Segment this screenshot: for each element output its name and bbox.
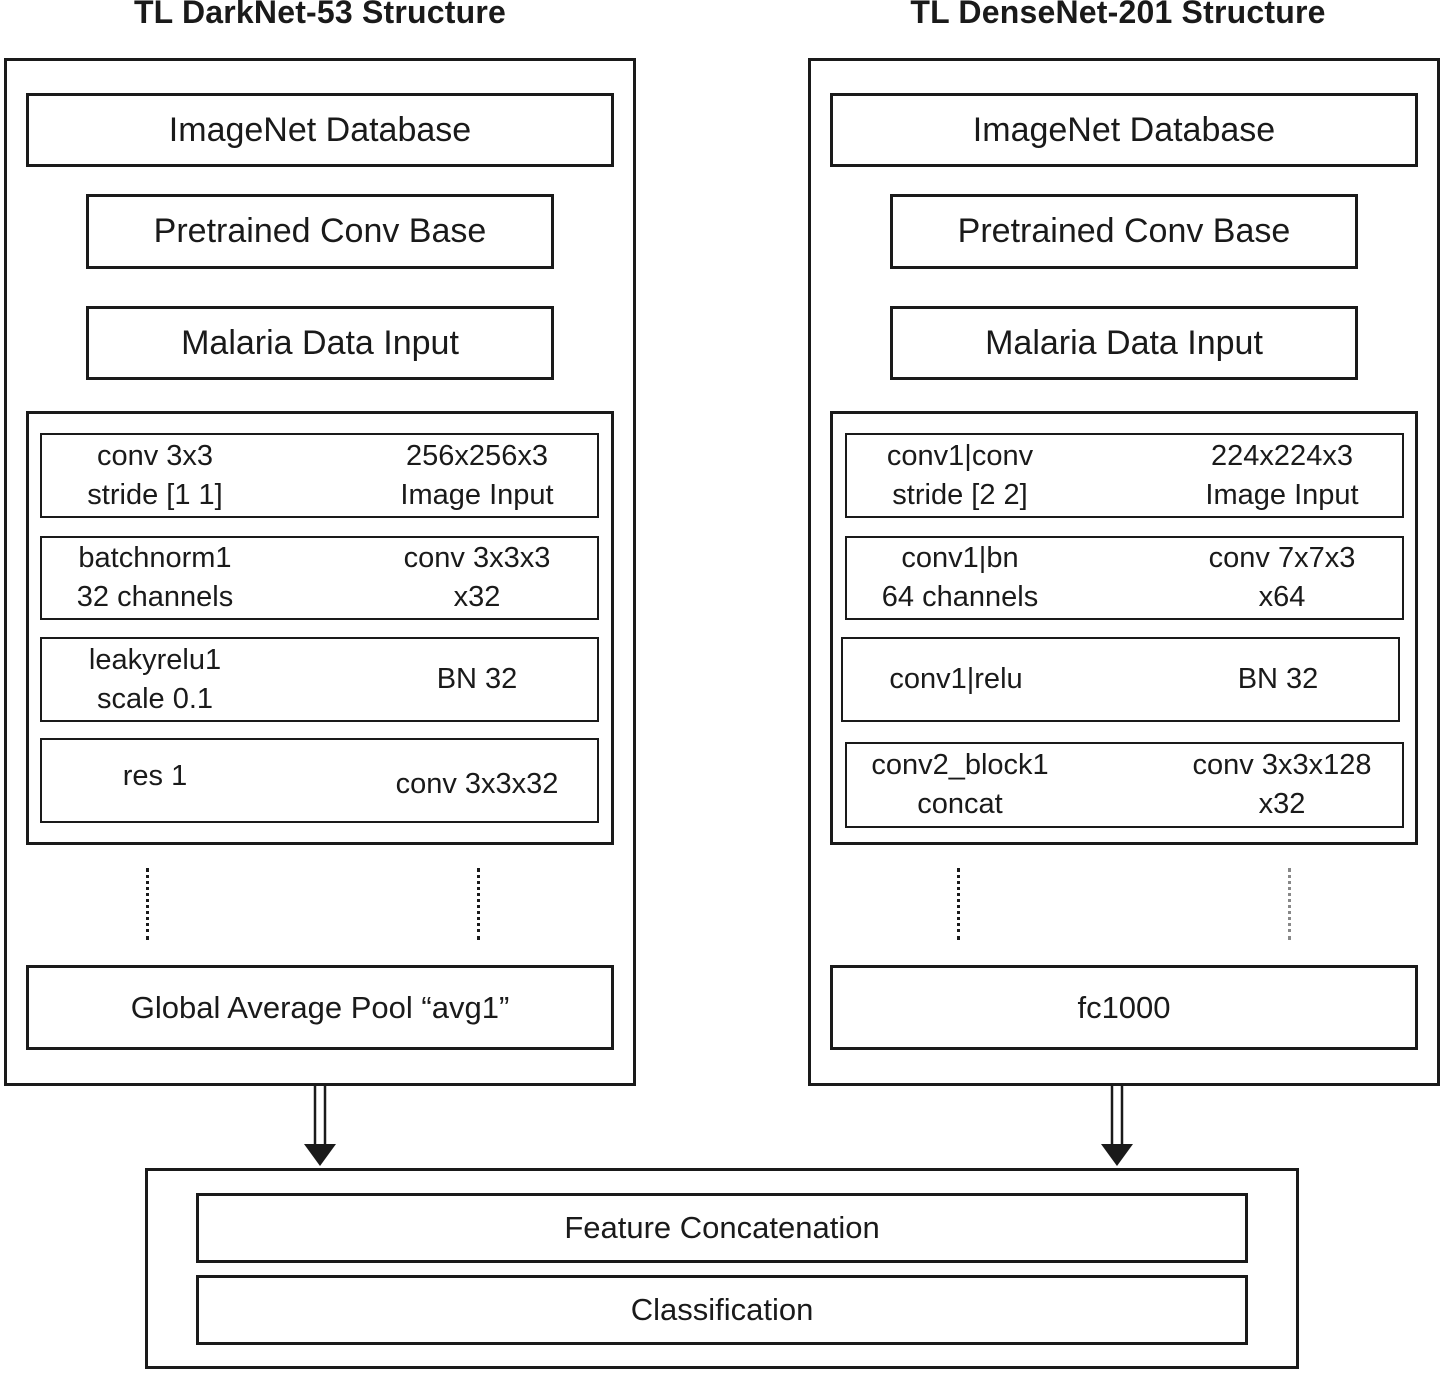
darknet-layer-name: res 1	[122, 760, 188, 792]
darknet-arrow-icon	[304, 1086, 336, 1166]
densenet-data-input-box: Malaria Data Input	[890, 306, 1358, 380]
classification-box: Classification	[196, 1275, 1248, 1345]
darknet-layer-row: res 1 conv 3x3x32	[40, 738, 599, 823]
densenet-imagenet-box: ImageNet Database	[830, 93, 1418, 167]
densenet-layer-detail: BN 32	[1237, 663, 1319, 695]
darknet-data-input-box: Malaria Data Input	[86, 306, 554, 380]
feature-concatenation-box: Feature Concatenation	[196, 1193, 1248, 1263]
densenet-continuation-dots	[957, 868, 960, 940]
densenet-title: TL DenseNet-201 Structure	[910, 0, 1326, 30]
densenet-layer-row: conv1|relu BN 32	[841, 637, 1400, 722]
densenet-layer-name: conv1|relu	[889, 663, 1023, 695]
darknet-panel	[4, 58, 636, 1086]
densenet-output-box: fc1000	[830, 965, 1418, 1050]
darknet-conv-base-box: Pretrained Conv Base	[86, 194, 554, 269]
densenet-arrow-icon	[1101, 1086, 1133, 1166]
darknet-continuation-dots	[477, 868, 480, 940]
darknet-layer-detail: BN 32	[436, 663, 518, 695]
darknet-continuation-dots	[146, 868, 149, 940]
densenet-conv-base-box: Pretrained Conv Base	[890, 194, 1358, 269]
densenet-panel	[808, 58, 1440, 1086]
darknet-title: TL DarkNet-53 Structure	[133, 0, 507, 30]
darknet-imagenet-box: ImageNet Database	[26, 93, 614, 167]
darknet-layer-detail: conv 3x3x32	[395, 768, 559, 800]
densenet-continuation-dots	[1288, 868, 1291, 940]
fusion-panel	[145, 1168, 1299, 1369]
darknet-layers-container	[26, 411, 614, 845]
darknet-output-box: Global Average Pool “avg1”	[26, 965, 614, 1050]
densenet-layers-container	[830, 411, 1418, 845]
